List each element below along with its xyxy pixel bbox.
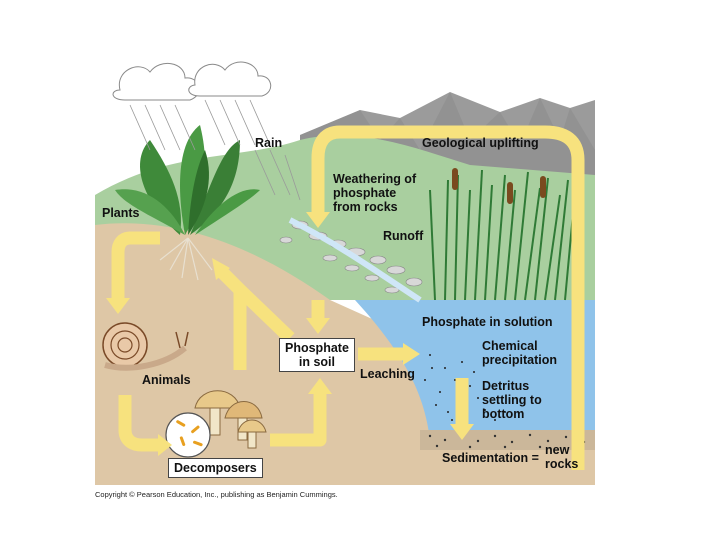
plant-roots (159, 237, 213, 281)
label-phosphate-in-soil-line1: Phosphate (285, 341, 349, 355)
label-rain: Rain (255, 136, 283, 150)
cattail-heads (452, 168, 546, 204)
arrow-animals-to-decomposers (118, 395, 160, 452)
arrowhead-uplift (306, 212, 330, 228)
cycle-arrows (111, 125, 585, 470)
decomposer-inset (165, 412, 211, 458)
label-leaching: Leaching (360, 367, 415, 381)
water-body (355, 300, 595, 440)
arrowhead-animals (106, 298, 130, 314)
label-detritus-line3: bottom (482, 407, 525, 421)
label-detritus: Detritus settling to bottom (482, 379, 542, 421)
label-animals: Animals (142, 373, 191, 387)
label-decomposers: Decomposers (168, 458, 263, 478)
label-phosphate-in-soil: Phosphate in soil (279, 338, 355, 372)
sediment-dots (428, 432, 586, 449)
label-weathering-line2: phosphate (333, 186, 397, 200)
label-weathering-line3: from rocks (333, 200, 398, 214)
snail (102, 322, 189, 371)
arrowhead-plants (212, 258, 230, 280)
label-geological-uplifting: Geological uplifting (422, 136, 539, 150)
label-runoff: Runoff (383, 229, 424, 243)
arrowhead-leaching (403, 343, 420, 365)
label-new-rocks: new rocks (545, 443, 578, 471)
label-weathering: Weathering of phosphate from rocks (333, 172, 416, 214)
label-detritus-line2: settling to (482, 393, 542, 407)
label-new-rocks-line1: new (545, 443, 570, 457)
rain-streaks (129, 99, 301, 201)
arrowhead-decomposers (158, 434, 172, 456)
label-detritus-line1: Detritus (482, 379, 530, 393)
arrow-decomposers-to-soil (270, 392, 327, 447)
label-new-rocks-line2: rocks (545, 457, 579, 471)
label-weathering-line1: Weathering of (333, 172, 417, 186)
label-phosphate-in-solution: Phosphate in solution (422, 315, 553, 329)
label-sedimentation: Sedimentation = (442, 451, 539, 465)
arrow-heads (106, 212, 474, 456)
label-chemical-precipitation-line1: Chemical (482, 339, 538, 353)
label-chemical-precipitation-line2: precipitation (482, 353, 558, 367)
arrow-uplift (311, 125, 585, 470)
arrowhead-detritus (450, 424, 474, 440)
precipitate-particles (424, 354, 506, 421)
runoff-stream (288, 217, 422, 303)
reeds (429, 169, 576, 301)
plant (115, 125, 260, 235)
label-chemical-precipitation: Chemical precipitation (482, 339, 557, 367)
arrowhead-soil (308, 378, 332, 394)
rain-clouds (112, 61, 272, 101)
arrowhead-weathering (306, 318, 330, 334)
label-phosphate-in-soil-line2: in soil (298, 355, 336, 369)
label-plants: Plants (102, 206, 140, 220)
copyright-notice: Copyright © Pearson Education, Inc., pub… (95, 490, 338, 499)
mushrooms (194, 390, 267, 449)
arrow-plants-to-animals (111, 231, 160, 300)
